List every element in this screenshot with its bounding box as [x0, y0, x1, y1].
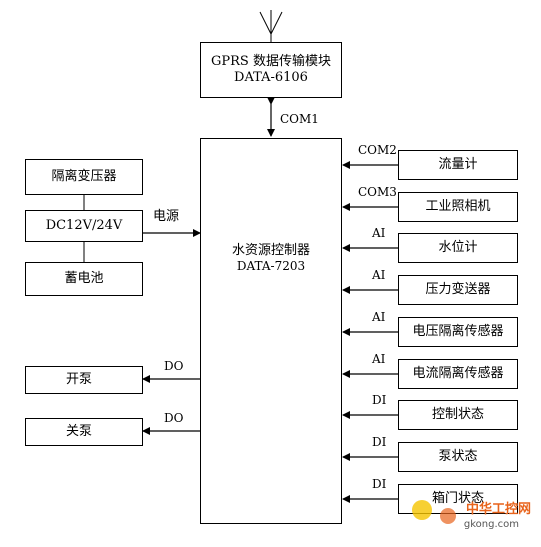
- output-box-start-pump: 开泵: [25, 366, 143, 394]
- transformer-box: 隔离变压器: [25, 159, 143, 195]
- input-device-box: 电流隔离传感器: [398, 359, 518, 389]
- input-device-label: 电流隔离传感器: [412, 365, 504, 381]
- dc-supply-box: DC12V/24V: [25, 210, 143, 242]
- input-device-box: 水位计: [398, 233, 518, 263]
- watermark-url: gkong.com: [463, 519, 519, 530]
- battery-box: 蓄电池: [25, 262, 143, 296]
- output-signal-label: DO: [164, 359, 184, 373]
- input-signal-label: DI: [372, 477, 387, 491]
- dc-supply-label: DC12V/24V: [45, 217, 123, 233]
- input-signal-label: COM2: [358, 143, 397, 157]
- input-device-label: 工业照相机: [425, 198, 491, 214]
- gprs-module-box: GPRS 数据传输模块 DATA-6106: [200, 42, 342, 98]
- com1-label: COM1: [280, 112, 319, 126]
- input-signal-label: DI: [372, 393, 387, 407]
- input-device-label: 水位计: [438, 239, 478, 255]
- input-device-label: 压力变送器: [425, 281, 491, 297]
- input-device-label: 箱门状态: [431, 490, 484, 506]
- input-signal-label: AI: [372, 310, 386, 324]
- watermark-brand: 中华工控网: [465, 502, 531, 517]
- gear-icon: [440, 508, 456, 524]
- input-signal-label: DI: [372, 435, 387, 449]
- input-device-box: 箱门状态: [398, 484, 518, 514]
- output-label: 开泵: [66, 371, 93, 387]
- controller-box: 水资源控制器 DATA-7203: [200, 138, 342, 524]
- controller-model: DATA-7203: [236, 259, 306, 274]
- input-device-box: 泵状态: [398, 442, 518, 472]
- output-signal-label: DO: [164, 411, 184, 425]
- gear-icon: [412, 500, 432, 520]
- battery-label: 蓄电池: [64, 270, 104, 286]
- input-device-label: 电压隔离传感器: [412, 323, 504, 339]
- input-device-label: 控制状态: [431, 406, 484, 422]
- input-device-label: 泵状态: [438, 448, 478, 464]
- input-signal-label: AI: [372, 352, 386, 366]
- transformer-label: 隔离变压器: [51, 168, 117, 184]
- input-signal-label: COM3: [358, 185, 397, 199]
- input-device-box: 控制状态: [398, 400, 518, 430]
- antenna-icon: [259, 10, 283, 42]
- power-label: 电源: [153, 209, 180, 224]
- input-signal-label: AI: [372, 268, 386, 282]
- input-device-label: 流量计: [438, 156, 478, 172]
- gprs-module-title: GPRS 数据传输模块: [211, 53, 331, 69]
- input-device-box: 工业照相机: [398, 192, 518, 222]
- input-device-box: 流量计: [398, 150, 518, 180]
- controller-title: 水资源控制器: [231, 243, 310, 258]
- gprs-module-model: DATA-6106: [234, 70, 308, 85]
- input-device-box: 压力变送器: [398, 275, 518, 305]
- output-label: 关泵: [66, 423, 93, 439]
- output-box-stop-pump: 关泵: [25, 418, 143, 446]
- input-signal-label: AI: [372, 226, 386, 240]
- input-device-box: 电压隔离传感器: [398, 317, 518, 347]
